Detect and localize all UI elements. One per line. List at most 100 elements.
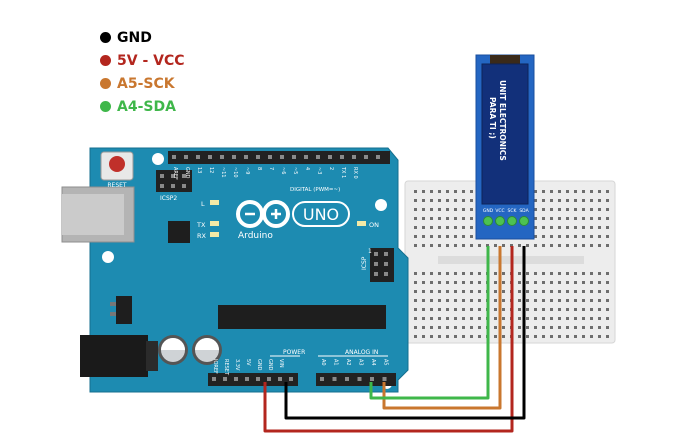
breadboard-hole xyxy=(462,308,465,311)
breadboard-hole xyxy=(582,226,585,229)
mounting-hole xyxy=(152,153,164,165)
dc-jack xyxy=(80,335,148,377)
header-pin xyxy=(184,155,188,159)
breadboard-hole xyxy=(446,299,449,302)
breadboard-hole xyxy=(462,244,465,247)
pin-label: A5 xyxy=(383,359,389,366)
breadboard-hole xyxy=(478,308,481,311)
pin-label: IOREF xyxy=(212,359,218,374)
breadboard-hole xyxy=(558,290,561,293)
breadboard-hole xyxy=(574,281,577,284)
breadboard-hole xyxy=(550,217,553,220)
breadboard-hole xyxy=(574,190,577,193)
header-pin xyxy=(376,155,380,159)
breadboard-hole xyxy=(470,335,473,338)
breadboard-hole xyxy=(590,317,593,320)
breadboard-hole xyxy=(534,226,537,229)
breadboard-hole xyxy=(462,317,465,320)
breadboard-hole xyxy=(446,326,449,329)
breadboard-hole xyxy=(606,326,609,329)
breadboard-hole xyxy=(454,190,457,193)
breadboard-hole xyxy=(518,272,521,275)
breadboard-hole xyxy=(478,272,481,275)
breadboard-hole xyxy=(582,308,585,311)
breadboard-hole xyxy=(470,244,473,247)
breadboard-hole xyxy=(558,308,561,311)
breadboard-hole xyxy=(542,317,545,320)
icsp-header xyxy=(370,248,394,282)
digital-label: DIGITAL (PWM=~) xyxy=(290,187,340,193)
header-pin xyxy=(160,184,164,188)
breadboard-hole xyxy=(550,317,553,320)
breadboard-hole xyxy=(606,217,609,220)
breadboard-hole xyxy=(598,335,601,338)
breadboard-hole xyxy=(422,317,425,320)
breadboard-hole xyxy=(422,308,425,311)
breadboard-hole xyxy=(518,335,521,338)
header-pin xyxy=(208,155,212,159)
digital-header xyxy=(168,151,390,164)
header-pin xyxy=(171,174,175,178)
breadboard-hole xyxy=(518,308,521,311)
breadboard-hole xyxy=(598,317,601,320)
breadboard-hole xyxy=(454,235,457,238)
breadboard-hole xyxy=(438,326,441,329)
breadboard-hole xyxy=(606,281,609,284)
breadboard-hole xyxy=(550,199,553,202)
breadboard-hole xyxy=(590,308,593,311)
capacitor xyxy=(158,335,188,365)
breadboard-hole xyxy=(598,272,601,275)
header-pin xyxy=(278,377,282,381)
breadboard-hole xyxy=(454,272,457,275)
breadboard-hole xyxy=(534,208,537,211)
breadboard-hole xyxy=(518,299,521,302)
breadboard-hole xyxy=(590,299,593,302)
breadboard-hole xyxy=(542,326,545,329)
header-pin xyxy=(232,155,236,159)
breadboard-hole xyxy=(550,226,553,229)
breadboard-hole xyxy=(558,299,561,302)
breadboard-hole xyxy=(566,190,569,193)
header-pin xyxy=(384,252,388,256)
rx-led xyxy=(210,232,219,237)
breadboard-hole xyxy=(422,281,425,284)
header-pin xyxy=(196,155,200,159)
breadboard-hole xyxy=(566,208,569,211)
breadboard-hole xyxy=(582,326,585,329)
breadboard-hole xyxy=(470,326,473,329)
breadboard-hole xyxy=(606,335,609,338)
breadboard-hole xyxy=(590,335,593,338)
breadboard-hole xyxy=(582,190,585,193)
wires xyxy=(263,246,526,433)
atmega-chip xyxy=(218,305,386,329)
header-pin xyxy=(268,155,272,159)
header-pin xyxy=(352,155,356,159)
header-pin xyxy=(357,377,362,381)
header-pin xyxy=(384,262,388,266)
breadboard-hole xyxy=(494,290,497,293)
breadboard-hole xyxy=(598,208,601,211)
breadboard-hole xyxy=(414,235,417,238)
breadboard-hole xyxy=(478,326,481,329)
wire-vcc xyxy=(263,246,514,433)
breadboard-hole xyxy=(446,199,449,202)
breadboard-hole xyxy=(574,199,577,202)
breadboard-hole xyxy=(422,244,425,247)
header-pin xyxy=(374,252,378,256)
pin-label: 12 xyxy=(208,167,214,173)
header-pin xyxy=(345,377,349,381)
breadboard-hole xyxy=(454,217,457,220)
breadboard-hole xyxy=(542,299,545,302)
pin-label: ~3 xyxy=(316,167,322,174)
breadboard-hole xyxy=(502,299,505,302)
header-pin xyxy=(212,377,216,381)
breadboard-hole xyxy=(422,199,425,202)
breadboard-hole xyxy=(422,190,425,193)
breadboard-hole xyxy=(470,208,473,211)
icsp2-label: ICSP2 xyxy=(160,195,177,202)
breadboard-hole xyxy=(590,244,593,247)
breadboard-hole xyxy=(478,299,481,302)
breadboard-hole xyxy=(502,281,505,284)
